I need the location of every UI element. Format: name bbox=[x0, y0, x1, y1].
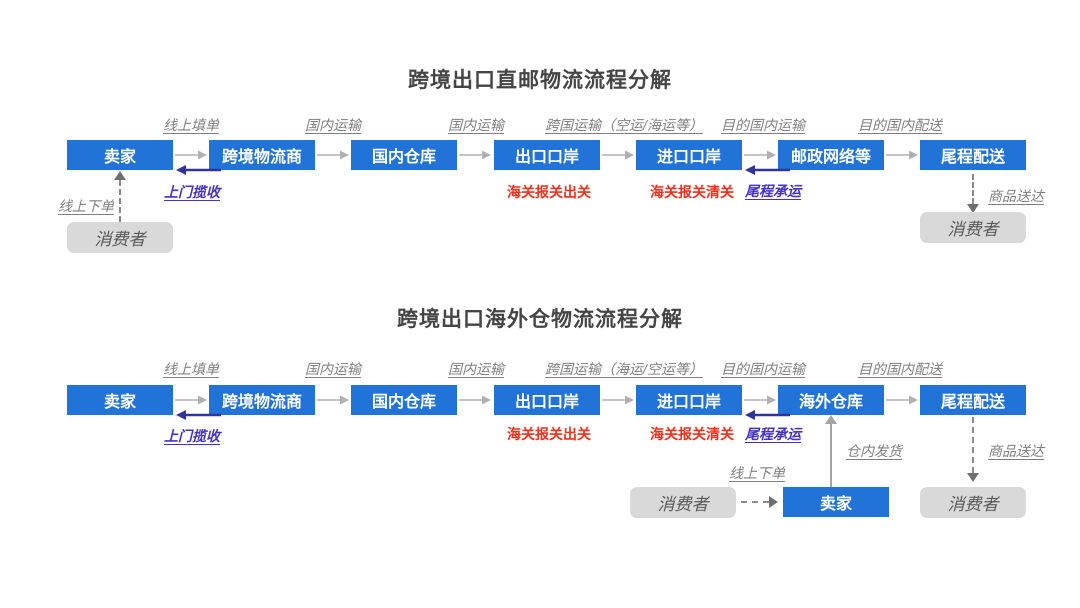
delivery-dash-line bbox=[972, 417, 974, 473]
node-import-port: 进口口岸 bbox=[636, 385, 742, 415]
flow-arrow bbox=[459, 395, 491, 405]
node-domestic-warehouse: 国内仓库 bbox=[351, 385, 457, 415]
customs-export-label: 海关报关出关 bbox=[507, 184, 591, 200]
node-cross-border-logistics: 跨境物流商 bbox=[209, 385, 315, 415]
return-arrow-last-mile bbox=[745, 165, 790, 175]
edge-label-destination-transport: 目的国内运输 bbox=[721, 117, 805, 133]
flow-arrow bbox=[317, 150, 349, 160]
arrowhead-down bbox=[967, 473, 979, 482]
order-dash-line bbox=[119, 180, 121, 222]
customs-clearance-label: 海关报关清关 bbox=[650, 184, 734, 200]
flow-arrow bbox=[886, 395, 918, 405]
edge-label-domestic-transport-1: 国内运输 bbox=[305, 117, 361, 133]
consumer-box-order: 消费者 bbox=[630, 487, 736, 518]
last-mile-carrier-label: 尾程承运 bbox=[745, 426, 801, 442]
warehouse-dispatch-line bbox=[830, 424, 832, 487]
edge-label-domestic-transport-1: 国内运输 bbox=[305, 361, 361, 377]
flow-arrow bbox=[459, 150, 491, 160]
consumer-box-left: 消费者 bbox=[67, 222, 173, 253]
node-last-mile-delivery: 尾程配送 bbox=[920, 140, 1026, 170]
arrowhead-down bbox=[967, 204, 979, 213]
edge-label-international-transport: 跨国运输（海运/空运等） bbox=[545, 361, 703, 377]
flow-arrow bbox=[175, 395, 207, 405]
node-last-mile-delivery: 尾程配送 bbox=[920, 385, 1026, 415]
node-seller: 卖家 bbox=[67, 385, 173, 415]
node-export-port: 出口口岸 bbox=[494, 385, 600, 415]
flow-arrow bbox=[175, 150, 207, 160]
delivery-dash-line bbox=[972, 174, 974, 204]
return-arrow-pickup bbox=[176, 165, 221, 175]
goods-delivered-label: 商品送达 bbox=[988, 443, 1044, 459]
consumer-box-right: 消费者 bbox=[920, 212, 1026, 243]
node-seller: 卖家 bbox=[67, 140, 173, 170]
flow-arrow bbox=[317, 395, 349, 405]
edge-label-destination-delivery: 目的国内配送 bbox=[858, 361, 942, 377]
arrowhead-right bbox=[769, 496, 778, 508]
online-order-label: 线上下单 bbox=[58, 198, 114, 214]
last-mile-carrier-label: 尾程承运 bbox=[745, 183, 801, 199]
node-cross-border-logistics: 跨境物流商 bbox=[209, 140, 315, 170]
edge-label-destination-delivery: 目的国内配送 bbox=[858, 117, 942, 133]
pickup-label: 上门揽收 bbox=[164, 184, 220, 200]
node-import-port: 进口口岸 bbox=[636, 140, 742, 170]
flow-arrow bbox=[744, 150, 776, 160]
node-domestic-warehouse: 国内仓库 bbox=[351, 140, 457, 170]
warehouse-dispatch-label: 仓内发货 bbox=[846, 443, 902, 459]
flow-arrow bbox=[744, 395, 776, 405]
node-postal-network: 邮政网络等 bbox=[778, 140, 884, 170]
return-arrow-last-mile bbox=[745, 410, 790, 420]
edge-label-international-transport: 跨国运输（空运/海运等） bbox=[545, 117, 703, 133]
flow-arrow bbox=[602, 395, 634, 405]
node-overseas-warehouse: 海外仓库 bbox=[778, 385, 884, 415]
node-export-port: 出口口岸 bbox=[494, 140, 600, 170]
edge-label-domestic-transport-2: 国内运输 bbox=[448, 117, 504, 133]
flow-arrow bbox=[602, 150, 634, 160]
diagram1-title: 跨境出口直邮物流流程分解 bbox=[408, 69, 672, 92]
edge-label-destination-transport: 目的国内运输 bbox=[721, 361, 805, 377]
online-order-label: 线上下单 bbox=[729, 465, 785, 481]
arrowhead-up bbox=[114, 171, 126, 180]
consumer-box-right: 消费者 bbox=[920, 487, 1026, 518]
arrowhead-up bbox=[825, 415, 837, 424]
node-seller-bottom: 卖家 bbox=[783, 487, 889, 517]
diagram2-title: 跨境出口海外仓物流流程分解 bbox=[397, 308, 683, 331]
edge-label-domestic-transport-2: 国内运输 bbox=[448, 361, 504, 377]
edge-label-online-form: 线上填单 bbox=[163, 361, 219, 377]
customs-export-label: 海关报关出关 bbox=[507, 426, 591, 442]
pickup-label: 上门揽收 bbox=[164, 428, 220, 444]
edge-label-online-form: 线上填单 bbox=[163, 117, 219, 133]
order-dash-line bbox=[741, 501, 769, 503]
flow-arrow bbox=[886, 150, 918, 160]
customs-clearance-label: 海关报关清关 bbox=[650, 426, 734, 442]
return-arrow-pickup bbox=[176, 410, 221, 420]
goods-delivered-label: 商品送达 bbox=[988, 188, 1044, 204]
